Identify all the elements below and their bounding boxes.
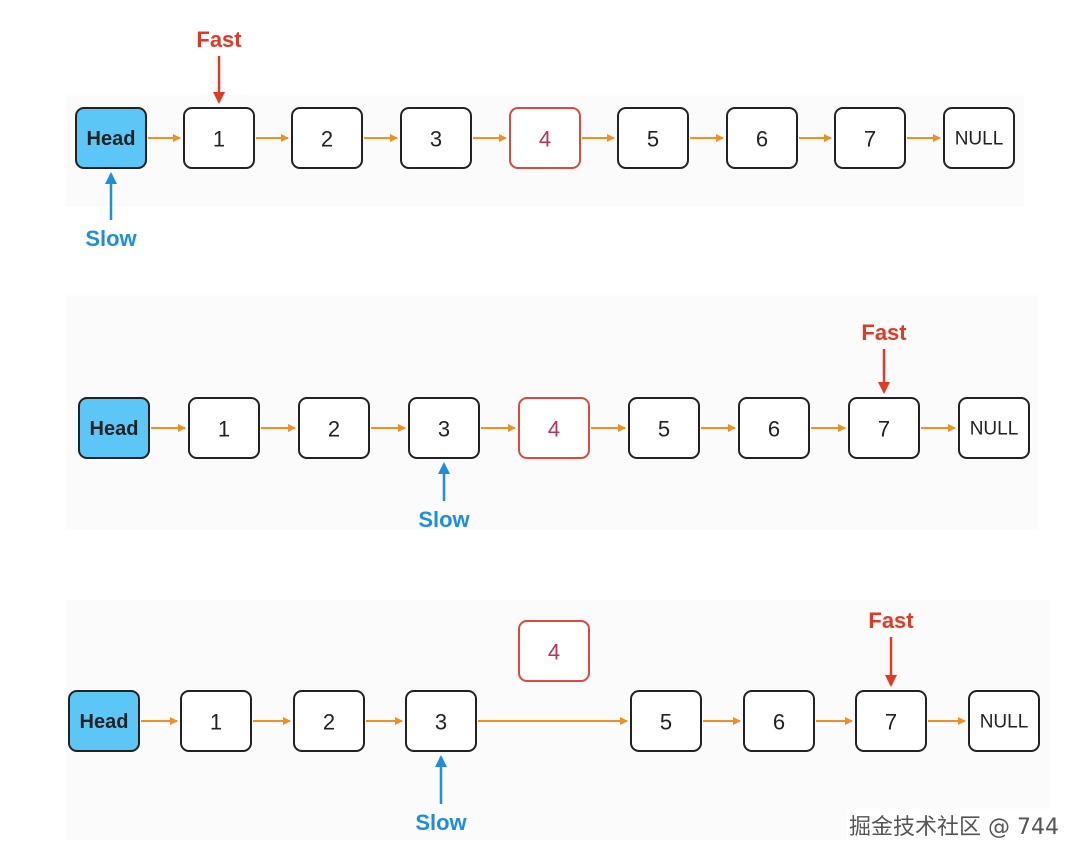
- null-node-label: NULL: [970, 419, 1019, 440]
- node-5-label: 5: [658, 417, 670, 442]
- watermark: 掘金技术社区 @ 744: [847, 809, 1061, 841]
- slow-label: Slow: [418, 507, 470, 532]
- node-6-label: 6: [768, 417, 780, 442]
- node-4-box: [518, 620, 590, 682]
- node-2-box: [298, 397, 370, 459]
- node-6-box: [743, 690, 815, 752]
- node-1-label: 1: [210, 710, 222, 735]
- null-node-box: [943, 107, 1015, 169]
- node-5-label: 5: [647, 127, 659, 152]
- fast-label: Fast: [861, 320, 907, 345]
- node-5-box: [617, 107, 689, 169]
- slow-label: Slow: [415, 810, 467, 835]
- null-node-box: [958, 397, 1030, 459]
- node-6-label: 6: [773, 710, 785, 735]
- node-1-label: 1: [213, 127, 225, 152]
- node-7-box: [834, 107, 906, 169]
- head-node-label: Head: [80, 711, 129, 733]
- node-2-label: 2: [328, 417, 340, 442]
- node-1-box: [180, 690, 252, 752]
- node-6-box: [726, 107, 798, 169]
- node-4-label: 4: [548, 640, 560, 665]
- node-4-box: [518, 397, 590, 459]
- node-7-label: 7: [878, 417, 890, 442]
- node-1-label: 1: [218, 417, 230, 442]
- node-2-box: [293, 690, 365, 752]
- node-4-label: 4: [539, 127, 551, 152]
- node-7-label: 7: [864, 127, 876, 152]
- node-3-box: [400, 107, 472, 169]
- node-4-label: 4: [548, 417, 560, 442]
- head-node-label: Head: [87, 128, 136, 150]
- node-4-box: [509, 107, 581, 169]
- head-node-box: [75, 107, 147, 169]
- node-5-box: [630, 690, 702, 752]
- node-3-label: 3: [430, 127, 442, 152]
- node-7-box: [848, 397, 920, 459]
- head-node-box: [68, 690, 140, 752]
- node-3-box: [405, 690, 477, 752]
- node-5-label: 5: [660, 710, 672, 735]
- slow-label: Slow: [85, 226, 137, 251]
- node-6-label: 6: [756, 127, 768, 152]
- null-node-label: NULL: [980, 712, 1029, 733]
- node-3-box: [408, 397, 480, 459]
- node-2-label: 2: [323, 710, 335, 735]
- head-node-label: Head: [90, 418, 139, 440]
- fast-label: Fast: [868, 608, 914, 633]
- node-2-label: 2: [321, 127, 333, 152]
- fast-label: Fast: [196, 27, 242, 52]
- node-7-label: 7: [885, 710, 897, 735]
- null-node-label: NULL: [955, 129, 1004, 150]
- head-node-box: [78, 397, 150, 459]
- node-6-box: [738, 397, 810, 459]
- node-1-box: [188, 397, 260, 459]
- null-node-box: [968, 690, 1040, 752]
- node-3-label: 3: [435, 710, 447, 735]
- node-1-box: [183, 107, 255, 169]
- node-2-box: [291, 107, 363, 169]
- node-3-label: 3: [438, 417, 450, 442]
- node-5-box: [628, 397, 700, 459]
- node-7-box: [855, 690, 927, 752]
